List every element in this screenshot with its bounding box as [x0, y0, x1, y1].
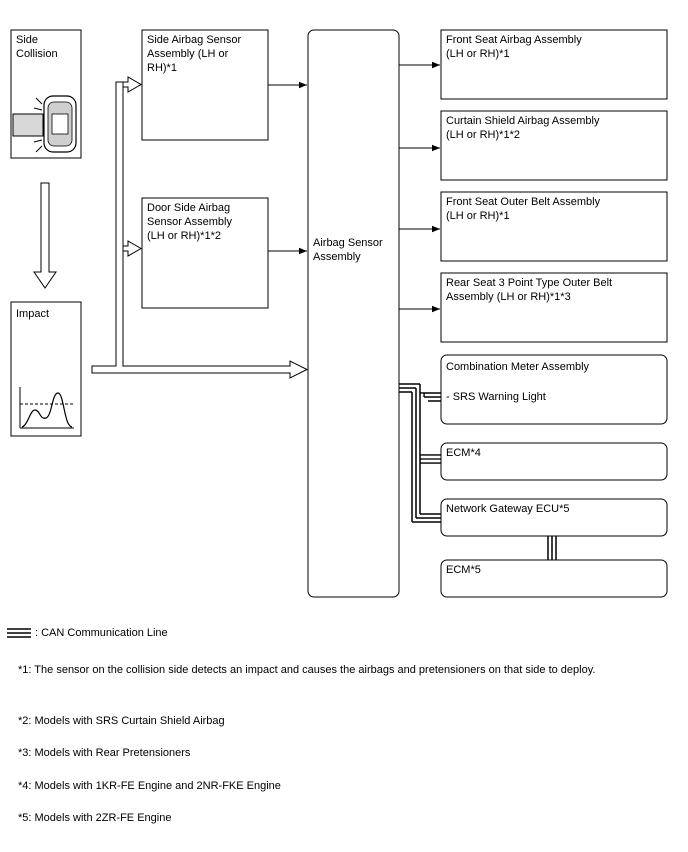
front-seat-outer-belt-label-box: Front Seat Outer Belt Assembly (LH or RH… — [441, 192, 667, 232]
rear-seat-outer-belt-box — [440, 272, 668, 343]
impact-label: Impact — [16, 308, 50, 320]
side-airbag-sensor-label-box: Side Airbag Sensor Assembly (LH or RH)*1 — [142, 30, 268, 90]
ecm5-box — [440, 559, 668, 598]
airbag-sensor-assembly-label: Airbag Sensor Assembly — [313, 237, 383, 263]
srs-warning-light-label: - SRS Warning Light — [446, 391, 546, 403]
footnote-1: *1: The sensor on the collision side det… — [18, 664, 596, 676]
impact-graph-icon — [19, 387, 74, 429]
footnote-3: *3: Models with Rear Pretensioners — [18, 747, 191, 759]
network-gateway-label-box: Network Gateway ECU*5 — [441, 499, 667, 529]
front-seat-airbag-box — [440, 29, 668, 100]
ecm5-label-box: ECM*5 — [441, 560, 667, 590]
can-line-legend-label: : CAN Communication Line — [35, 627, 168, 639]
side-airbag-sensor-label: Side Airbag Sensor Assembly (LH or RH)*1 — [147, 34, 242, 74]
network-gateway-label: Network Gateway ECU*5 — [446, 503, 570, 515]
door-side-airbag-sensor-box — [141, 197, 269, 309]
curtain-shield-airbag-label-box: Curtain Shield Airbag Assembly (LH or RH… — [441, 111, 667, 151]
door-side-airbag-sensor-label-box: Door Side Airbag Sensor Assembly (LH or … — [142, 198, 268, 258]
ecm4-label-box: ECM*4 — [441, 443, 667, 473]
combination-meter-box — [440, 354, 668, 425]
curtain-shield-airbag-label: Curtain Shield Airbag Assembly (LH or RH… — [446, 115, 600, 141]
side-airbag-sensor-box — [141, 29, 269, 141]
ecm5-label: ECM*5 — [446, 564, 481, 576]
combination-meter-label: Combination Meter Assembly — [446, 361, 590, 373]
footnote-5: *5: Models with 2ZR-FE Engine — [18, 812, 172, 824]
side-collision-car-icon — [12, 95, 77, 153]
can-line-legend-symbol — [7, 628, 31, 638]
ecm4-box — [440, 442, 668, 481]
side-collision-label: Side Collision — [16, 34, 58, 60]
impact-label-box: Impact — [11, 302, 81, 322]
footnote-4: *4: Models with 1KR-FE Engine and 2NR-FK… — [18, 780, 281, 792]
impact-box — [10, 301, 82, 437]
can-bus-mask — [421, 393, 440, 463]
front-seat-outer-belt-label: Front Seat Outer Belt Assembly (LH or RH… — [446, 196, 601, 222]
airbag-sensor-assembly-label-box: Airbag Sensor Assembly — [308, 233, 399, 273]
front-seat-outer-belt-box — [440, 191, 668, 262]
airbag-sensor-assembly-box — [307, 29, 400, 598]
footnote-2: *2: Models with SRS Curtain Shield Airba… — [18, 715, 225, 727]
impact-signal-arrows — [91, 76, 309, 379]
curtain-shield-airbag-box — [440, 110, 668, 181]
side-collision-label-box: Side Collision — [11, 30, 81, 70]
door-side-airbag-sensor-label: Door Side Airbag Sensor Assembly (LH or … — [147, 202, 232, 242]
front-seat-airbag-label-box: Front Seat Airbag Assembly (LH or RH)*1 — [441, 30, 667, 70]
ecm4-label: ECM*4 — [446, 447, 481, 459]
front-seat-airbag-label: Front Seat Airbag Assembly (LH or RH)*1 — [446, 34, 582, 60]
combination-meter-label-box: Combination Meter Assembly - SRS Warning… — [441, 355, 667, 415]
rear-seat-outer-belt-label-box: Rear Seat 3 Point Type Outer Belt Assemb… — [441, 273, 667, 313]
can-bus-lines — [399, 383, 557, 560]
collision-to-impact-arrow — [33, 182, 57, 289]
rear-seat-outer-belt-label: Rear Seat 3 Point Type Outer Belt Assemb… — [446, 277, 613, 303]
